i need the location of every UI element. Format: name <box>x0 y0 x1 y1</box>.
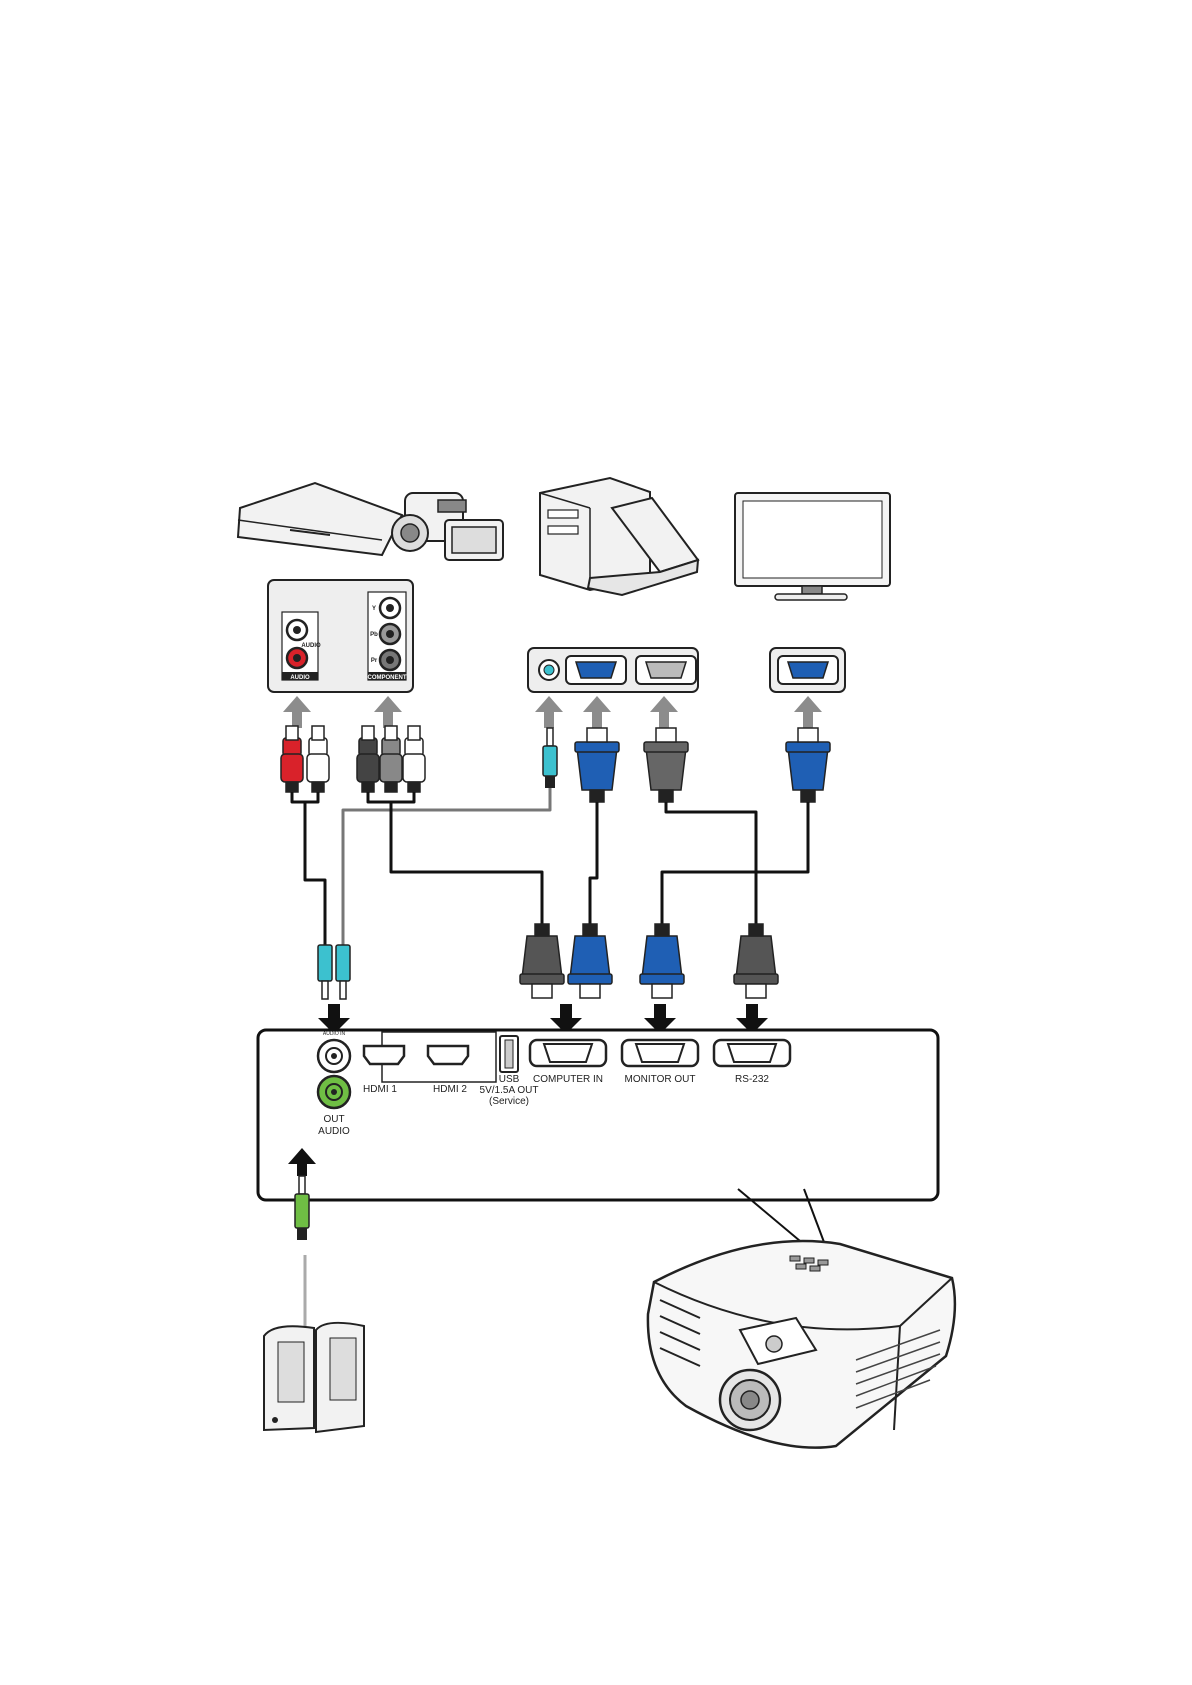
monitor-out-port <box>636 1044 684 1062</box>
computer-in-label: COMPUTER IN <box>533 1074 603 1085</box>
mini-jack-cable <box>343 788 550 945</box>
source-arrows <box>283 696 822 728</box>
rs232-port <box>728 1044 776 1062</box>
audio-out-label-line1: OUT <box>323 1114 344 1125</box>
hdmi1-label: HDMI 1 <box>363 1084 397 1095</box>
rca-audio-cable <box>292 792 325 945</box>
audio-in-label: AUDIO IN <box>323 1031 346 1037</box>
rca-audio-plugs <box>281 726 329 792</box>
computer-in-port <box>544 1044 592 1062</box>
component-pin-pr: Pr <box>371 658 378 664</box>
vga-plug-computer <box>575 728 619 802</box>
rs232-plug <box>734 924 778 998</box>
computer-vga-out-port <box>576 662 616 678</box>
dual-mini-jack-plugs <box>318 945 350 999</box>
usb-label-line2: 5V/1.5A OUT <box>480 1085 539 1096</box>
computer-in-vga-plug <box>568 924 612 998</box>
component-pin-y: Y <box>372 606 376 612</box>
rs232-cable <box>666 802 756 925</box>
hdmi2-port <box>428 1046 468 1064</box>
camcorder-icon <box>392 493 503 560</box>
rs232-plug-computer <box>644 728 688 802</box>
dvd-player-icon <box>238 483 402 555</box>
component-group-label: COMPONENT <box>368 675 407 681</box>
vga-plug-monitor <box>786 728 830 802</box>
usb-label-line3: (Service) <box>489 1096 529 1107</box>
monitor-vga-in-port <box>788 662 828 678</box>
component-pin-pb: Pb <box>370 632 378 638</box>
rs232-label: RS-232 <box>735 1074 769 1085</box>
computer-source-panel <box>528 648 698 692</box>
computer-rs232-port <box>646 662 686 678</box>
usb-label-line1: USB <box>499 1074 520 1085</box>
component-plugs <box>357 726 425 792</box>
monitor-out-label: MONITOR OUT <box>625 1074 696 1085</box>
projector-icon <box>648 1189 955 1448</box>
audio-jack-label: AUDIO <box>301 643 321 649</box>
hdmi2-label: HDMI 2 <box>433 1084 467 1095</box>
monitor-source-panel <box>770 648 845 692</box>
component-cable <box>368 792 542 925</box>
projector-rear-panel: AUDIO IN OUT AUDIO HDMI 1 HDMI 2 USB 5V/… <box>258 1030 938 1200</box>
monitor-out-vga-plug <box>640 924 684 998</box>
monitor-icon <box>735 493 890 600</box>
vga-monitor-out-cable <box>662 802 808 925</box>
speakers-icon <box>264 1323 364 1432</box>
av-source-panel: AUDIO AUDIO Y Pb Pr COMPONENT <box>268 580 413 692</box>
audio-group-label: AUDIO <box>290 675 310 681</box>
component-vga-plug <box>520 924 564 998</box>
audio-out-label-line2: AUDIO <box>318 1126 350 1137</box>
hdmi1-port <box>364 1046 404 1064</box>
mini-jack-plug-computer <box>543 728 557 788</box>
vga-computer-in-cable <box>590 802 597 925</box>
